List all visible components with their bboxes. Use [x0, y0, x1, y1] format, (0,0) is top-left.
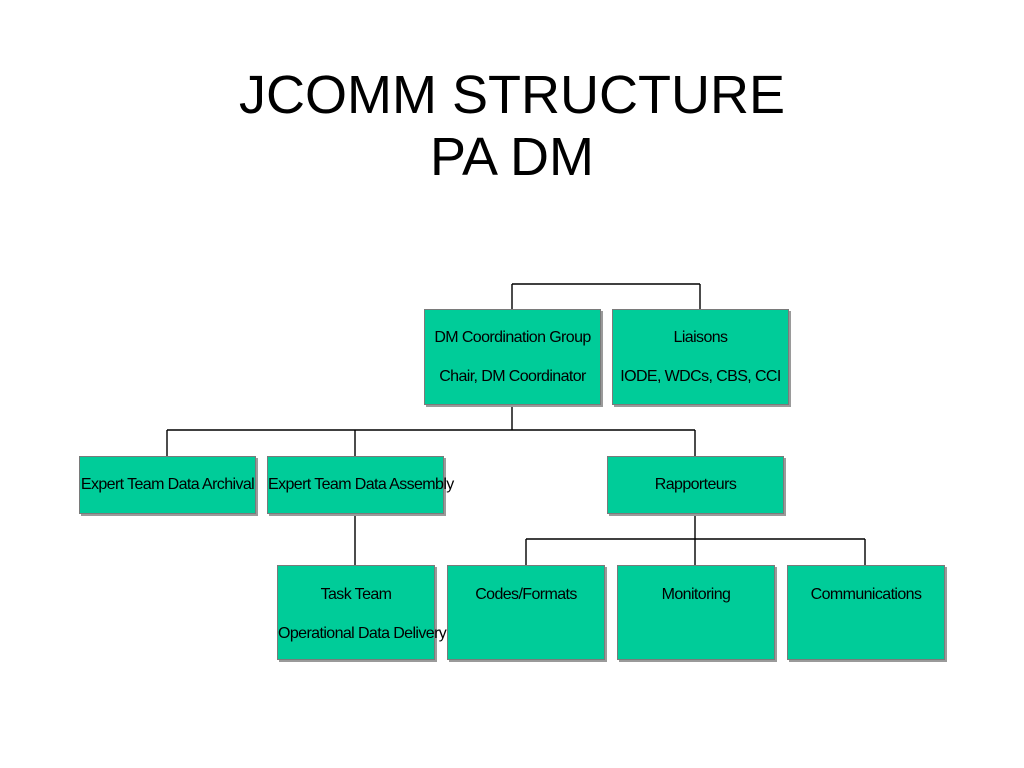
- node-liaisons: Liaisons IODE, WDCs, CBS, CCI: [612, 309, 789, 405]
- node-monitoring: Monitoring: [617, 565, 775, 660]
- node-expert-team-data-archival: Expert Team Data Archival: [79, 456, 256, 514]
- node-codes-formats-label: Codes/Formats: [475, 586, 577, 603]
- node-liaisons-line2: IODE, WDCs, CBS, CCI: [620, 367, 781, 385]
- node-liaisons-line1: Liaisons: [673, 328, 729, 346]
- node-rapporteurs-label: Rapporteurs: [654, 476, 737, 493]
- node-monitoring-label: Monitoring: [661, 586, 731, 603]
- title-line-2: PA DM: [429, 127, 595, 187]
- node-expert-team-data-archival-label: Expert Team Data Archival: [80, 476, 255, 493]
- node-task-team-line2: Operational Data Delivery: [278, 625, 447, 642]
- node-expert-team-data-assembly-label: Expert Team Data Assembly: [268, 476, 454, 493]
- node-codes-formats: Codes/Formats: [447, 565, 605, 660]
- node-dm-coordination-group-line2: Chair, DM Coordinator: [439, 367, 586, 385]
- page-title: JCOMM STRUCTURE PA DM: [0, 64, 1024, 188]
- node-rapporteurs: Rapporteurs: [607, 456, 784, 514]
- node-communications: Communications: [787, 565, 945, 660]
- node-task-team-line1: Task Team: [320, 586, 392, 603]
- node-communications-label: Communications: [810, 586, 922, 603]
- title-line-1: JCOMM STRUCTURE: [239, 65, 785, 125]
- node-dm-coordination-group: DM Coordination Group Chair, DM Coordina…: [424, 309, 601, 405]
- node-task-team: Task Team Operational Data Delivery: [277, 565, 447, 660]
- node-dm-coordination-group-line1: DM Coordination Group: [434, 328, 591, 346]
- node-expert-team-data-assembly: Expert Team Data Assembly: [267, 456, 454, 514]
